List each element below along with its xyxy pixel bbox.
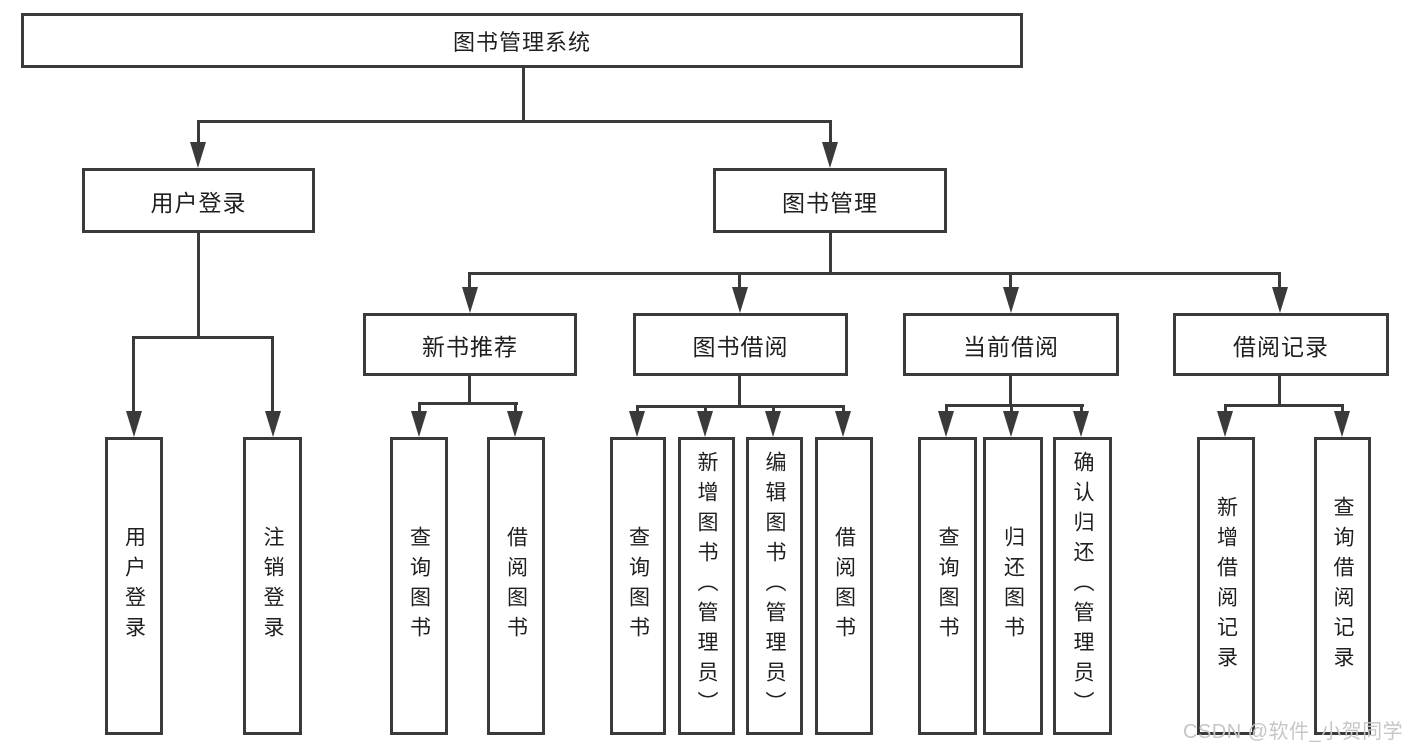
connector-line	[1224, 404, 1227, 414]
connector-line	[271, 336, 274, 413]
connector-line	[197, 120, 832, 123]
connector-line	[829, 120, 832, 148]
connector-line	[1224, 404, 1344, 407]
arrow-down-icon	[462, 287, 478, 313]
node-leaf-confirm-return-admin: 确认归还（管理员）	[1053, 437, 1112, 735]
connector-line	[197, 233, 200, 338]
connector-line	[1278, 376, 1281, 407]
connector-line	[1009, 376, 1012, 407]
connector-line	[132, 336, 135, 413]
arrow-down-icon	[1003, 287, 1019, 313]
node-book-borrowing: 图书借阅	[633, 313, 848, 376]
node-book-management: 图书管理	[713, 168, 947, 233]
connector-line	[1080, 404, 1083, 414]
arrow-down-icon	[1003, 411, 1019, 437]
arrow-down-icon	[1272, 287, 1288, 313]
node-leaf-query-borrow-record: 查询借阅记录	[1314, 437, 1371, 735]
connector-line	[829, 233, 832, 275]
node-borrow-records: 借阅记录	[1173, 313, 1389, 376]
arrow-down-icon	[126, 411, 142, 437]
connector-line	[468, 376, 471, 404]
node-library-system: 图书管理系统	[21, 13, 1023, 68]
connector-line	[945, 404, 1084, 407]
node-current-borrowing: 当前借阅	[903, 313, 1119, 376]
arrow-down-icon	[765, 411, 781, 437]
arrow-down-icon	[507, 411, 523, 437]
connector-line	[514, 402, 517, 414]
arrow-down-icon	[629, 411, 645, 437]
connector-line	[945, 404, 948, 414]
connector-line	[468, 272, 1281, 275]
arrow-down-icon	[697, 411, 713, 437]
connector-line	[704, 405, 707, 414]
connector-line	[418, 402, 518, 405]
node-leaf-logout: 注销登录	[243, 437, 302, 735]
connector-line	[772, 405, 775, 414]
node-user-login: 用户登录	[82, 168, 315, 233]
connector-line	[738, 376, 741, 408]
connector-line	[418, 402, 421, 414]
node-leaf-borrow-books: 借阅图书	[815, 437, 873, 735]
connector-line	[197, 120, 200, 148]
arrow-down-icon	[265, 411, 281, 437]
arrow-down-icon	[822, 142, 838, 168]
connector-line	[738, 272, 741, 290]
connector-line	[842, 405, 845, 414]
node-leaf-add-borrow-record: 新增借阅记录	[1197, 437, 1255, 735]
arrow-down-icon	[1073, 411, 1089, 437]
node-new-book-recommend: 新书推荐	[363, 313, 577, 376]
node-leaf-edit-books-admin: 编辑图书（管理员）	[746, 437, 803, 735]
node-leaf-user-login: 用户登录	[105, 437, 163, 735]
connector-line	[1341, 404, 1344, 414]
watermark-text: CSDN @软件_小贺同学	[1183, 721, 1404, 743]
connector-line	[636, 405, 845, 408]
arrow-down-icon	[1334, 411, 1350, 437]
connector-line	[1278, 272, 1281, 290]
node-leaf-add-books-admin: 新增图书（管理员）	[678, 437, 735, 735]
arrow-down-icon	[411, 411, 427, 437]
connector-line	[636, 405, 639, 414]
arrow-down-icon	[190, 142, 206, 168]
node-leaf-return-books: 归还图书	[983, 437, 1043, 735]
connector-line	[1009, 272, 1012, 290]
arrow-down-icon	[732, 287, 748, 313]
node-leaf-query-books-recommend: 查询图书	[390, 437, 448, 735]
node-leaf-query-books-current: 查询图书	[918, 437, 977, 735]
arrow-down-icon	[835, 411, 851, 437]
node-leaf-query-books-borrowing: 查询图书	[610, 437, 666, 735]
arrow-down-icon	[1217, 411, 1233, 437]
node-leaf-borrow-books-recommend: 借阅图书	[487, 437, 545, 735]
arrow-down-icon	[938, 411, 954, 437]
connector-line	[132, 336, 274, 339]
connector-line	[1010, 404, 1013, 414]
connector-line	[522, 68, 525, 122]
connector-line	[468, 272, 471, 290]
